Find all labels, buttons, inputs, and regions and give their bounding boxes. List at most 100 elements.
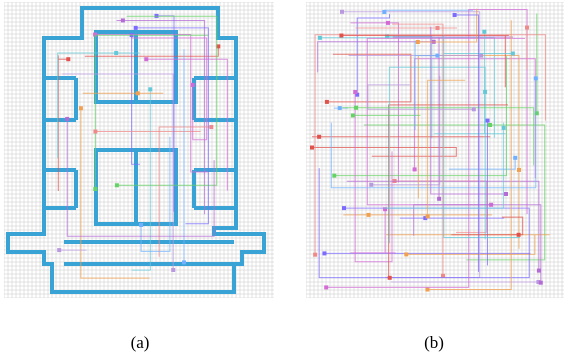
agent-goal-marker: [93, 129, 98, 134]
agent-path: [317, 41, 434, 73]
agent-goal-marker: [369, 182, 374, 187]
agent-path: [80, 108, 150, 279]
agent-path: [146, 58, 228, 191]
agent-goal-marker: [435, 26, 440, 30]
agent-goal-marker: [114, 51, 119, 55]
agent-goal-marker: [513, 155, 518, 160]
agent-goal-marker: [313, 252, 318, 257]
agent-path: [330, 78, 537, 189]
agent-path: [326, 53, 412, 103]
agent-goal-marker: [339, 33, 344, 38]
agent-goal-marker: [171, 268, 176, 272]
agent-goal-marker: [538, 280, 543, 285]
agent-goal-marker: [536, 268, 541, 273]
agent-goal-marker: [353, 90, 358, 94]
agent-path: [341, 35, 509, 88]
agent-path: [392, 36, 513, 199]
agent-goal-marker: [425, 287, 430, 292]
agent-path: [116, 20, 206, 215]
agent-path: [334, 56, 507, 177]
agent-goal-marker: [114, 183, 119, 188]
agent-goal-marker: [382, 10, 387, 14]
agent-goal-marker: [340, 9, 344, 14]
agent-goal-marker: [482, 29, 487, 34]
agent-path: [131, 35, 140, 165]
agent-goal-marker: [342, 206, 346, 211]
agent-goal-marker: [148, 87, 153, 92]
agent-goal-marker: [324, 99, 329, 104]
agent-path: [66, 118, 215, 237]
agent-goal-marker: [387, 275, 392, 280]
left-room-walls: [44, 76, 76, 210]
agent-path: [417, 8, 478, 43]
agent-path: [414, 58, 536, 179]
agent-path: [326, 9, 528, 288]
agent-goal-marker: [93, 32, 98, 37]
agent-goal-marker: [120, 18, 125, 23]
agent-path: [131, 89, 151, 271]
agent-goal-marker: [182, 260, 186, 265]
agent-path: [451, 216, 524, 236]
agent-path: [434, 31, 506, 135]
agent-path: [371, 75, 441, 186]
agent-goal-marker: [534, 111, 539, 116]
agent-path: [312, 147, 457, 157]
agent-goal-marker: [423, 216, 428, 221]
agent-path: [443, 35, 520, 238]
agent-path: [94, 34, 209, 189]
caption-a: (a): [130, 333, 150, 352]
agent-goal-marker: [139, 223, 144, 227]
agent-path: [367, 84, 474, 110]
agent-path: [413, 204, 542, 283]
agent-goal-marker: [216, 44, 221, 49]
floorplan-grid-map: [4, 2, 274, 298]
agent-path: [414, 40, 438, 130]
agent-goal-marker: [441, 273, 445, 278]
agent-path: [62, 73, 174, 270]
agent-goal-marker: [488, 123, 493, 127]
agent-path: [417, 55, 520, 249]
agent-goal-marker: [66, 57, 71, 62]
agent-path: [387, 35, 433, 139]
agent-goal-marker: [415, 40, 420, 44]
agent-path: [427, 79, 466, 217]
agent-goal-marker: [144, 57, 149, 62]
agent-goal-marker: [386, 20, 390, 25]
agent-path: [314, 34, 546, 255]
agent-paths: [310, 8, 550, 292]
agent-goal-marker: [435, 53, 440, 58]
agent-goal-marker: [78, 106, 83, 111]
agent-goal-marker: [57, 248, 62, 253]
agent-path: [84, 46, 219, 57]
agent-goal-marker: [501, 125, 506, 130]
right-room-walls: [194, 76, 236, 210]
agent-goal-marker: [209, 125, 214, 129]
agent-goal-marker: [425, 214, 430, 219]
agent-goal-marker: [510, 51, 515, 56]
agent-goal-marker: [310, 145, 314, 150]
room-wall: [94, 30, 178, 104]
agent-path: [448, 157, 516, 170]
agent-goal-marker: [135, 91, 140, 96]
agent-goal-marker: [93, 187, 98, 191]
agent-path: [116, 15, 218, 186]
agent-goal-marker: [324, 285, 329, 290]
caption-b: (b): [424, 333, 444, 352]
agent-path: [392, 23, 444, 276]
open-grid-map: [306, 2, 564, 298]
agent-goal-marker: [354, 105, 359, 110]
agent-goal-marker: [452, 13, 457, 17]
agent-path: [57, 52, 140, 158]
agent-goal-marker: [317, 134, 322, 139]
agent-goal-marker: [366, 212, 371, 217]
agent-goal-marker: [385, 34, 390, 39]
agent-goal-marker: [350, 113, 355, 118]
agent-path: [95, 34, 208, 173]
agent-goal-marker: [337, 106, 342, 111]
agent-path: [383, 122, 505, 209]
agent-path: [135, 27, 209, 225]
lower-corridor-walls: [64, 240, 234, 266]
agent-path: [131, 37, 208, 141]
agent-path: [394, 180, 487, 233]
agent-path: [158, 126, 212, 257]
